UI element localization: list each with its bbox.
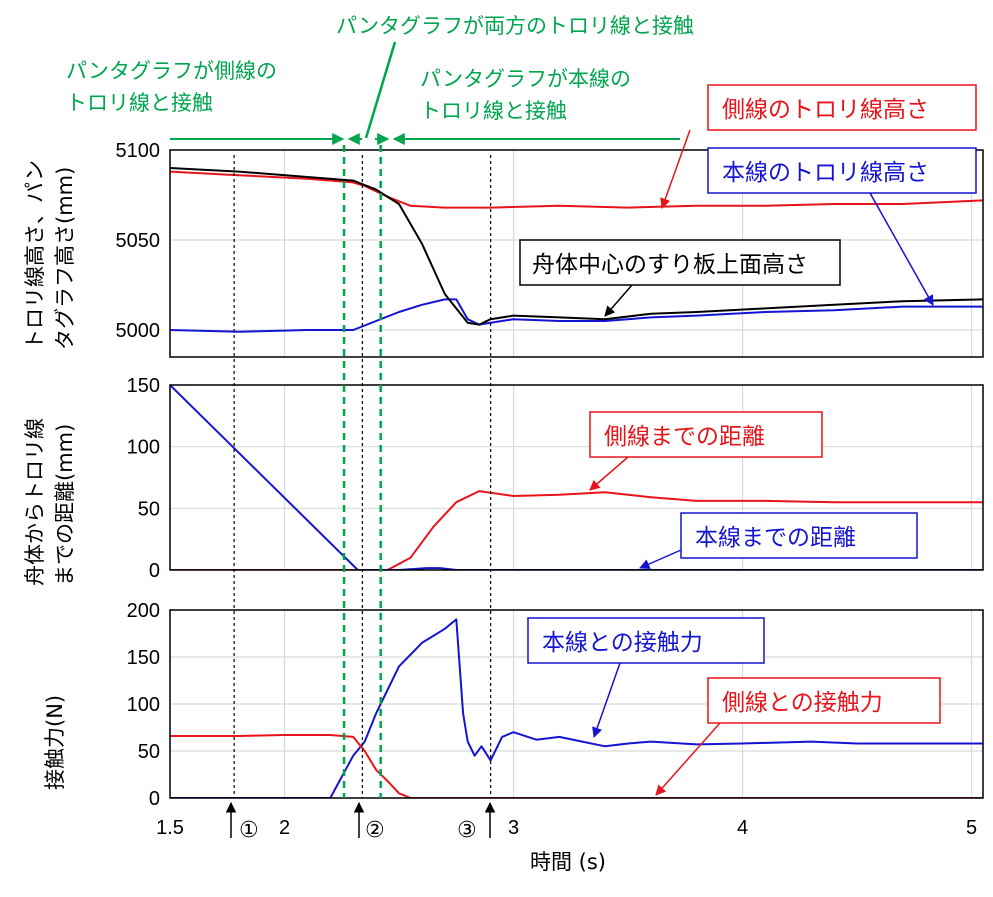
callout-side-force-arrow — [655, 722, 721, 796]
xtick-2: 3 — [508, 817, 519, 839]
p1-ytick-1: 5050 — [116, 230, 161, 252]
p3-ytick-1: 150 — [127, 647, 160, 669]
phase-both-pointer — [364, 41, 397, 139]
callout-side-force: 側線との接触力 — [722, 690, 883, 716]
callout-main-height: 本線のトロリ線高さ — [722, 160, 929, 186]
marker-3: ③ — [457, 818, 477, 843]
xtick-4: 5 — [966, 817, 977, 839]
xlabel: 時間 (s) — [530, 850, 606, 874]
ylabel-panel1-line1: トロリ線高さ、パン — [23, 160, 47, 350]
callout-side-distance-arrow — [589, 456, 629, 491]
marker-1: ① — [239, 818, 259, 843]
p2-series-1 — [170, 385, 983, 570]
p3-series-1 — [170, 734, 983, 798]
ylabel-panel3: 接触力(N) — [43, 695, 67, 790]
callout-shoe-height: 舟体中心のすり板上面高さ — [532, 252, 808, 278]
phase-main-only-line2: トロリ線と接触 — [420, 99, 567, 123]
phase-main-only-line1: パンタグラフが本線の — [420, 67, 631, 91]
p2-ytick-2: 50 — [138, 498, 160, 520]
ylabel-panel2-line1: 舟体からトロリ線 — [23, 418, 47, 586]
event-lines — [233, 145, 492, 798]
p1-ytick-2: 5000 — [116, 320, 161, 342]
event-markers: ① ② ③ — [225, 801, 496, 843]
p3-frame — [169, 609, 984, 799]
ylabel-panel1-line2: タグラフ高さ(mm) — [53, 167, 77, 350]
p3-series-0 — [170, 618, 983, 798]
p3-ytick-3: 50 — [138, 741, 160, 763]
p3-ytick-2: 100 — [127, 694, 160, 716]
p2-series-0 — [170, 490, 983, 570]
callout-main-force-arrow — [592, 662, 621, 738]
p1-series-2 — [170, 167, 983, 326]
xtick-0: 1.5 — [156, 817, 184, 839]
callout-side-height-box — [707, 84, 977, 131]
callout-shoe-height-arrow — [604, 284, 633, 317]
marker-2: ② — [365, 818, 385, 843]
p1-series-0 — [170, 170, 983, 209]
callout-main-distance-box — [680, 512, 918, 559]
callout-side-force-box — [707, 677, 941, 724]
callout-main-force-box — [527, 617, 765, 664]
p3-ytick-4: 0 — [149, 788, 160, 810]
xtick-3: 4 — [737, 817, 748, 839]
ylabel-panel2-line2: までの距離(mm) — [53, 424, 77, 586]
ylabels: トロリ線高さ、パン タグラフ高さ(mm) 舟体からトロリ線 までの距離(mm) … — [23, 160, 77, 790]
series-callouts: 側線のトロリ線高さ 本線のトロリ線高さ 舟体中心のすり板上面高さ 側線までの距離… — [519, 84, 977, 796]
phase-annotations: パンタグラフが側線の トロリ線と接触 パンタグラフが両方のトロリ線と接触 パンタ… — [66, 14, 694, 145]
phase-side-only-line2: トロリ線と接触 — [66, 91, 213, 115]
p1-frame — [169, 149, 984, 358]
callout-main-force: 本線との接触力 — [542, 630, 703, 656]
phase-both: パンタグラフが両方のトロリ線と接触 — [336, 14, 694, 38]
p2-ytick-3: 0 — [149, 560, 160, 582]
callout-side-height: 側線のトロリ線高さ — [722, 97, 929, 123]
p1-ytick-0: 5100 — [116, 140, 161, 162]
callout-side-height-arrow — [660, 129, 691, 209]
p2-ytick-1: 100 — [127, 437, 160, 459]
callout-main-height-arrow — [869, 192, 934, 306]
phase-side-only-line1: パンタグラフが側線の — [66, 59, 277, 83]
p2-frame — [169, 384, 984, 571]
p2-ytick-0: 150 — [127, 375, 160, 397]
callout-side-distance: 側線までの距離 — [604, 424, 765, 450]
xtick-1: 2 — [279, 817, 290, 839]
callout-side-distance-box — [589, 411, 823, 458]
callout-main-height-box — [707, 147, 977, 194]
callout-main-distance: 本線までの距離 — [695, 525, 856, 551]
callout-main-distance-arrow — [639, 549, 682, 570]
callout-shoe-height-box — [519, 239, 841, 286]
p3-ytick-0: 200 — [127, 600, 160, 622]
